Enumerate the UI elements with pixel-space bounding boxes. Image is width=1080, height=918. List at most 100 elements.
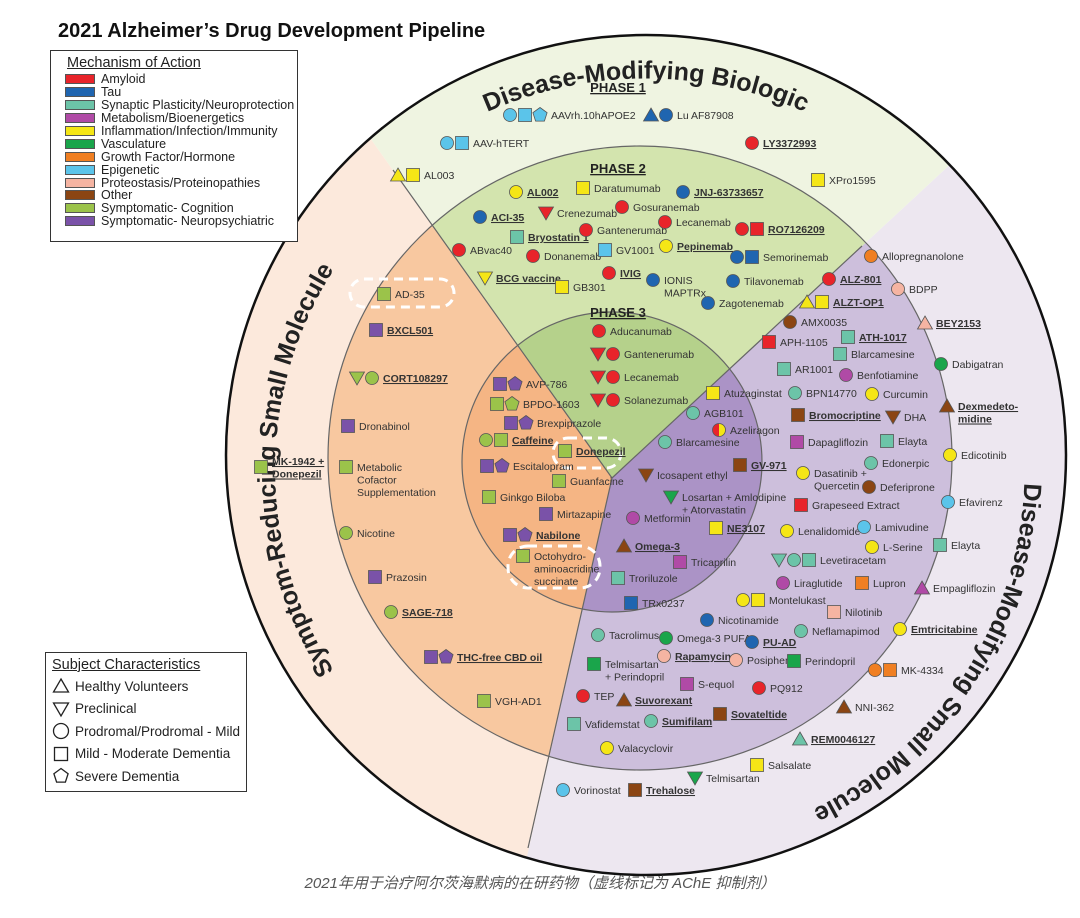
triangle-down-marker-icon [686,771,704,786]
drug-entry: BEY2153 [916,315,981,330]
drug-name-line: S-equol [698,679,734,691]
circle-marker-icon [941,495,955,509]
drug-name: Salsalate [768,760,811,772]
drug-entry: NE3107 [709,521,765,535]
subject-legend-title: Subject Characteristics [52,657,201,673]
drug-name-line: Grapeseed Extract [812,500,900,512]
drug-entry: Montelukast [736,593,826,607]
circle-marker-icon [479,433,493,447]
color-swatch-icon [65,216,95,227]
drug-name: TEP [594,691,614,703]
drug-entry: Dabigatran [934,357,1004,371]
drug-name: TRx0237 [642,598,685,610]
square-marker-icon [504,416,518,430]
circle-marker-icon [440,136,454,150]
drug-name-line: AL003 [424,170,455,182]
square-marker-icon [933,538,947,552]
drug-name-line: Levetiracetam [820,555,886,567]
drug-name: NNI-362 [855,702,894,714]
circle-marker-icon [452,243,466,257]
drug-entry: THC-free CBD oil [424,649,542,664]
drug-name-line: Vorinostat [574,785,621,797]
drug-name-line: Mirtazapine [557,509,611,521]
circle-marker-icon [658,435,672,449]
drug-name-line: AVP-786 [526,379,567,391]
drug-name-line: Atuzaginstat [724,388,782,400]
mechanism-legend-item: Proteostasis/Proteinopathies [65,176,297,190]
triangle-marker-icon [642,107,660,122]
drug-name-line: aminoacridine [534,564,600,576]
square-marker-icon [503,528,517,542]
drug-name: GB301 [573,282,606,294]
drug-name: Empagliflozin [933,583,996,595]
drug-name: Vorinostat [574,785,621,797]
drug-name: Posiphen [747,655,791,667]
drug-name-line: AL002 [527,187,559,199]
drug-entry: S-equol [680,677,734,691]
drug-name-line: Quercetin [814,481,860,493]
circle-marker-icon [891,282,905,296]
drug-name: PU-AD [763,637,797,649]
mechanism-legend-item: Synaptic Plasticity/Neuroprotection [65,98,297,112]
drug-name-line: Supplementation [357,487,436,499]
drug-name: ABvac40 [470,245,512,257]
drug-entry: PU-AD [745,635,797,649]
drug-entry: AMX0035 [783,315,847,329]
circle-marker-icon [865,540,879,554]
drug-name: Telmisartan [706,773,760,785]
drug-entry: JNJ-63733657 [676,185,764,199]
drug-name-line: Ginkgo Biloba [500,492,566,504]
square-marker-icon [794,498,808,512]
drug-entry: Ginkgo Biloba [482,490,566,504]
drug-entry: Omega-3 [615,538,680,553]
drug-name: Rapamycin [675,651,731,663]
drug-name-line: Escitalopram [513,461,574,473]
mechanism-legend-title: Mechanism of Action [67,55,201,71]
drug-name-line: Lu AF87908 [677,110,734,122]
drug-entry: Lenalidomide [780,524,861,538]
mechanism-legend-item: Vasculature [65,137,297,151]
subject-legend-label: Preclinical [75,701,137,717]
drug-name-line: CORT108297 [383,373,448,385]
subject-legend-label: Prodromal/Prodromal - Mild [75,723,241,739]
pentagon-marker-icon [518,415,534,430]
drug-name: CORT108297 [383,373,448,385]
drug-name: Semorinemab [763,252,829,264]
drug-entry: AR1001 [777,362,833,376]
drug-name: Deferiprone [880,482,935,494]
circle-marker-icon [600,741,614,755]
square-marker-icon [673,555,687,569]
circle-marker-icon [701,296,715,310]
drug-name: AGB101 [704,408,744,420]
circle-marker-icon [591,628,605,642]
drug-name-line: Troriluzole [629,573,678,585]
circle-marker-icon [659,631,673,645]
circle-marker-icon [700,613,714,627]
drug-name: Montelukast [769,595,826,607]
drug-name-line: PU-AD [763,637,797,649]
square-marker-icon [368,570,382,584]
mechanism-legend-item: Growth Factor/Hormone [65,150,297,164]
drug-name-line: Solanezumab [624,395,688,407]
drug-name: Omega-3 PUFA [677,633,751,645]
square-marker-icon [576,181,590,195]
drug-entry: TEP [576,689,614,703]
drug-name: Bromocriptine [809,410,881,422]
phase-1-label: PHASE 1 [590,80,646,95]
circle-marker-icon [576,689,590,703]
drug-name-line: Gosuranemab [633,202,700,214]
drug-name: NE3107 [727,523,765,535]
color-swatch-icon [65,177,95,188]
square-marker-icon [539,507,553,521]
square-icon [53,746,69,761]
drug-name-line: BXCL501 [387,325,433,337]
triangle-marker-icon [791,731,809,746]
square-marker-icon [791,408,805,422]
drug-name: Azeliragon [730,425,780,437]
circle-marker-icon [736,593,750,607]
drug-name: Neflamapimod [812,626,880,638]
circle-marker-icon [735,222,749,236]
drug-name: Ginkgo Biloba [500,492,566,504]
